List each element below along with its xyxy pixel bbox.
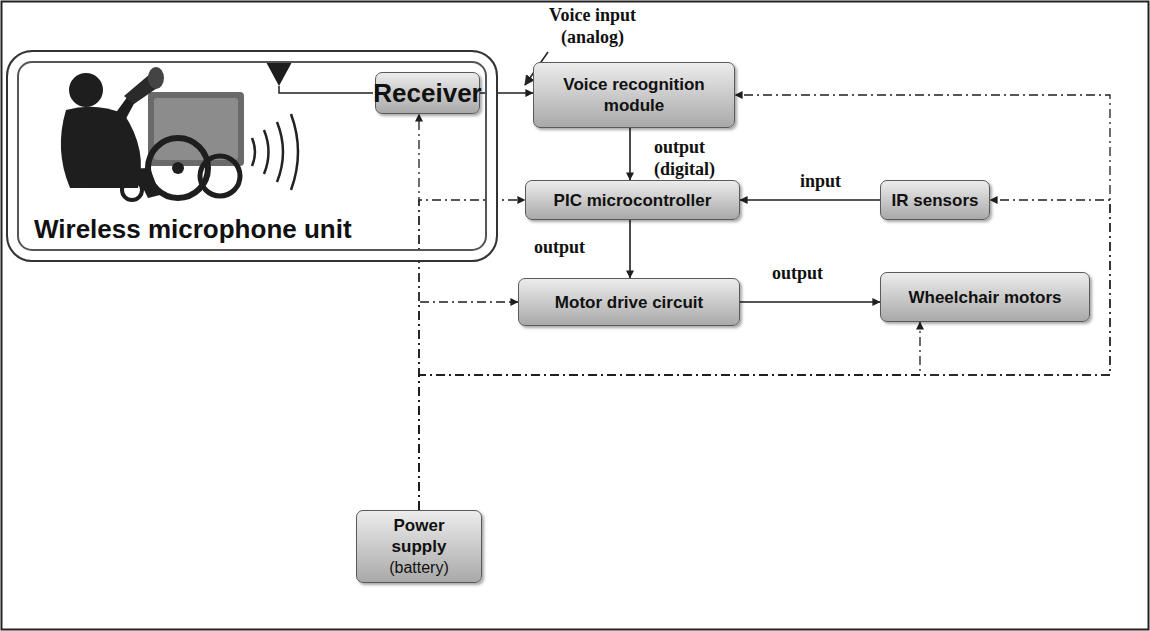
node-text: Power supply [365, 515, 473, 557]
power-line [419, 302, 518, 510]
node-text: Wheelchair motors [908, 287, 1061, 308]
edge-label: output (digital) [652, 136, 751, 180]
radio-waves [252, 114, 298, 190]
signal-label: Voice input (analog) [528, 4, 657, 48]
edge-label: output [532, 236, 587, 258]
receiver-box: Receiver [375, 72, 480, 114]
module-box: Voice recognition module [533, 62, 735, 128]
motor-box: Wheelchair motors [880, 272, 1090, 322]
node-text: Motor drive circuit [555, 292, 703, 313]
node-subtext: (battery) [389, 557, 449, 578]
node-text: Voice recognition module [542, 74, 726, 116]
node-text: PIC microcontroller [554, 190, 712, 211]
edge-label: output [770, 262, 825, 284]
power-line [419, 200, 525, 510]
signal-arrow [629, 128, 631, 180]
antenna-symbol [266, 62, 292, 86]
driver-box: Motor drive circuit [518, 278, 740, 326]
user-figure [61, 67, 244, 200]
signal-arrow [740, 301, 880, 303]
node-text: IR sensors [892, 190, 979, 211]
power-line [419, 322, 920, 510]
node-text: Receiver [373, 78, 481, 108]
power-box: Power supply(battery) [356, 510, 482, 583]
microphone-unit-frame: Wireless microphone unit Receiver [6, 50, 498, 262]
node-text: Wireless microphone unit [34, 214, 352, 244]
signal-arrow [480, 92, 533, 94]
power-line [419, 95, 1110, 510]
power-line [419, 200, 1110, 510]
signal-arrow [740, 199, 880, 201]
antenna-wire [279, 86, 373, 93]
sensor-box: IR sensors [880, 180, 990, 220]
edge-label: input [798, 170, 843, 192]
controller-box: PIC microcontroller [525, 180, 740, 220]
signal-arrow [629, 220, 631, 278]
